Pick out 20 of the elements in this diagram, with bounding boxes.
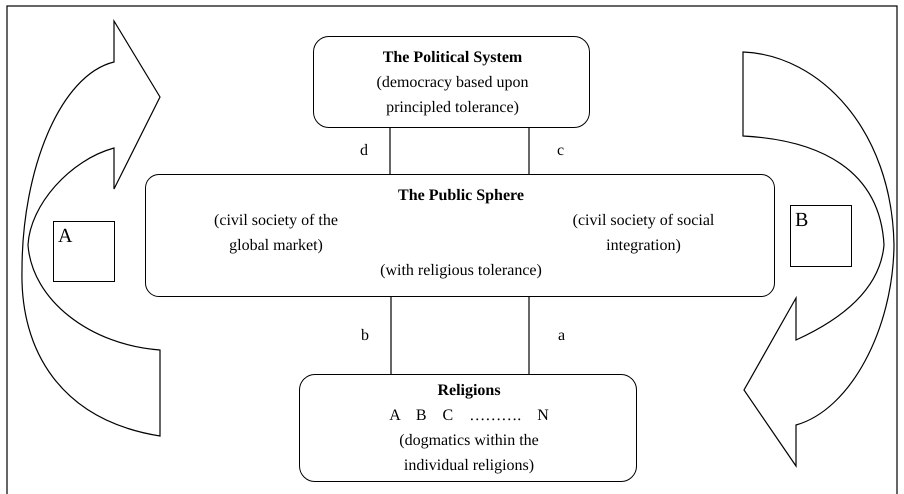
label-box — [790, 205, 852, 267]
box-text: (democracy based upon principled tolerance) — [376, 73, 530, 118]
connector-line — [528, 128, 530, 174]
process-box — [313, 36, 590, 128]
box-text: (civil society of social integration) — [572, 211, 716, 256]
box-text: (with religious tolerance) — [379, 261, 543, 281]
box-text: (civil society of the global market) — [213, 211, 339, 256]
connector-line — [528, 297, 530, 374]
box-title: The Public Sphere — [397, 186, 525, 206]
box-title: Religions — [436, 381, 502, 401]
process-box — [145, 174, 775, 297]
process-box — [299, 374, 637, 482]
box-text: B — [795, 208, 810, 233]
connector-line — [390, 297, 392, 374]
box-text: A B C ………. N — [388, 406, 550, 426]
box-title: The Political System — [382, 48, 524, 68]
connector-line — [389, 128, 391, 174]
label-box — [53, 221, 115, 282]
box-text: A — [58, 224, 74, 249]
box-text: (dogmatics within the individual religions) — [398, 431, 540, 476]
